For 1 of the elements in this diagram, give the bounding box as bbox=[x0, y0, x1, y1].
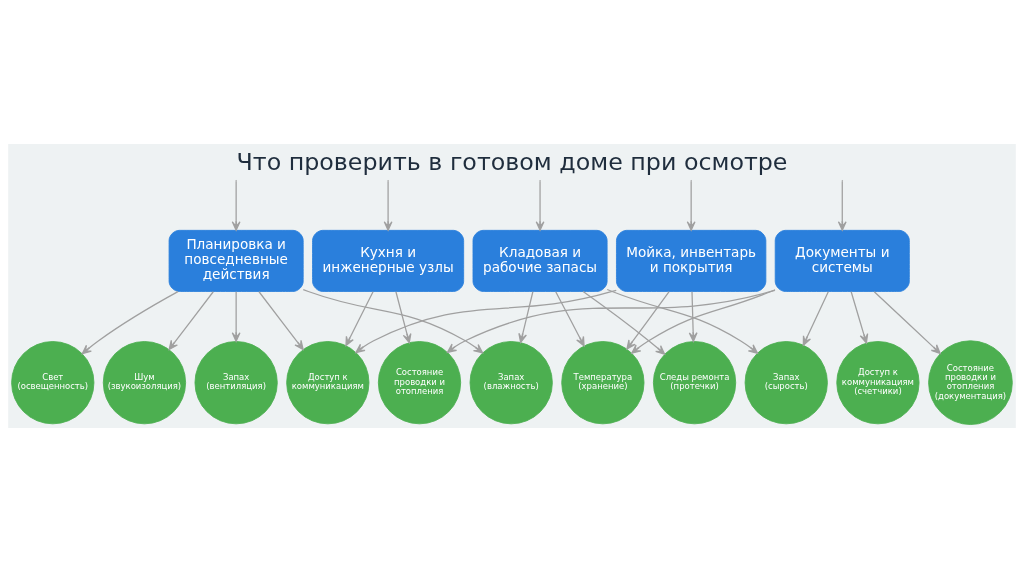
diagram-title: Что проверить в готовом доме при осмотре bbox=[236, 147, 788, 176]
